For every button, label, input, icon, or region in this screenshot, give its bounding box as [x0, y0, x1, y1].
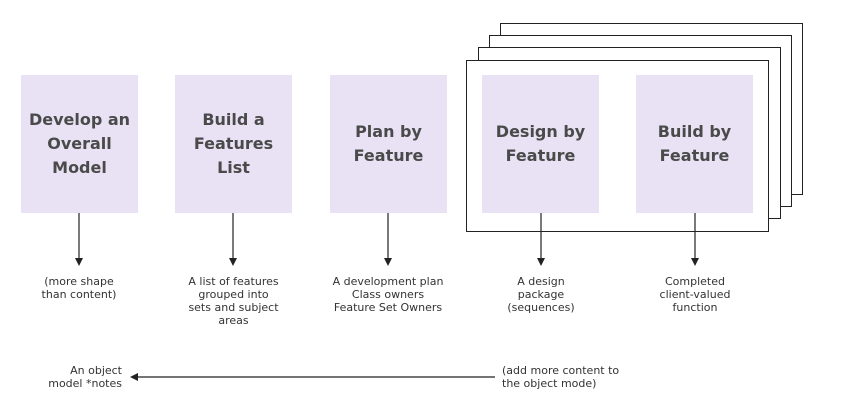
output-develop-model: (more shape than content) [41, 275, 117, 301]
phase-build-by-feature: Build by Feature [636, 75, 753, 213]
phase-label: Build by Feature [657, 122, 732, 165]
output-features-list: A list of features grouped into sets and… [188, 275, 279, 327]
phase-label: Develop an Overall Model [28, 110, 131, 177]
phase-build-features-list: Build a Features List [175, 75, 292, 213]
output-build: Completed client-valued function [659, 275, 731, 314]
phase-label: Design by Feature [495, 122, 586, 165]
phase-plan-by-feature: Plan by Feature [330, 75, 447, 213]
phase-label: Plan by Feature [353, 122, 424, 165]
phase-label: Build a Features List [193, 110, 274, 177]
output-plan: A development plan Class owners Feature … [332, 275, 444, 314]
feedback-source-note: (add more content to the object mode) [502, 364, 620, 390]
phase-design-by-feature: Design by Feature [482, 75, 599, 213]
feedback-target-note: An object model *notes [48, 364, 122, 390]
output-design: A design package (sequences) [507, 275, 575, 314]
phase-develop-overall-model: Develop an Overall Model [21, 75, 138, 213]
